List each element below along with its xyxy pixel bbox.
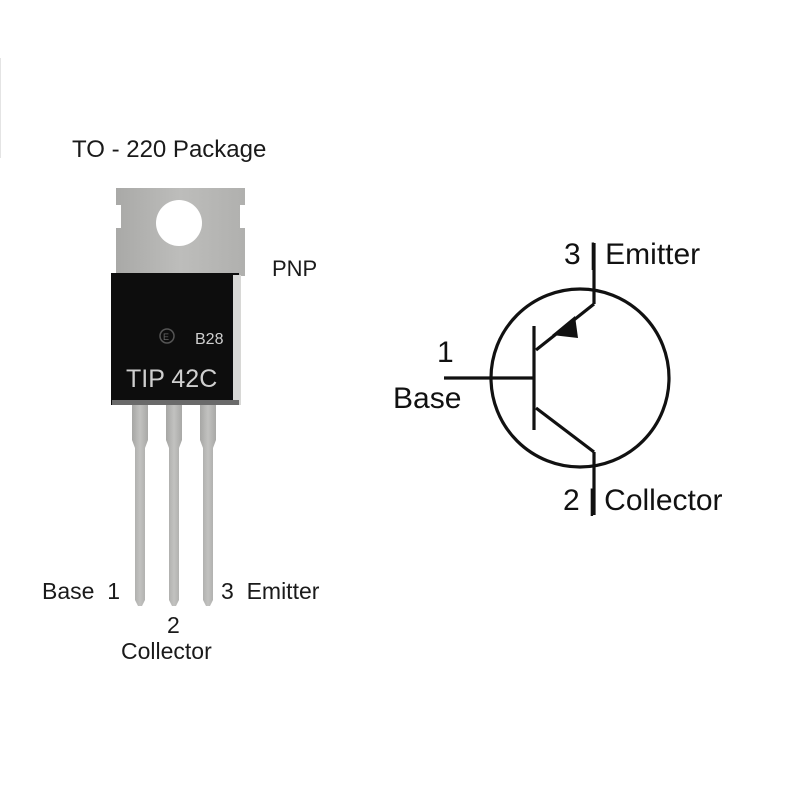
collector-diagonal (535, 406, 595, 454)
symbol-base-label: Base (393, 382, 462, 415)
leads (132, 402, 216, 606)
part-number: TIP 42C (126, 365, 217, 393)
pin-collector-label: Collector (121, 638, 212, 664)
transistor-type-label: PNP (272, 256, 318, 281)
lead-1 (132, 402, 148, 606)
symbol-collector-label: 2 | Collector (563, 484, 723, 517)
pin-emitter-label: 3 Emitter (221, 578, 320, 604)
marking-code: B28 (195, 331, 224, 348)
emitter-arrow-icon (552, 316, 578, 338)
mounting-hole (156, 200, 202, 246)
symbol-base-number: 1 (437, 336, 454, 369)
edge-artifact (0, 58, 1, 158)
pin-collector-number: 2 (167, 612, 180, 638)
symbol-emitter-label: 3 | Emitter (564, 238, 701, 271)
manufacturer-logo-icon (159, 328, 175, 344)
lead-3 (200, 402, 216, 606)
lead-2 (166, 402, 182, 606)
pin-base-label: Base 1 (42, 578, 120, 604)
package-title: TO - 220 Package (72, 136, 267, 163)
package-body (111, 273, 239, 405)
svg-text:E: E (163, 332, 169, 342)
